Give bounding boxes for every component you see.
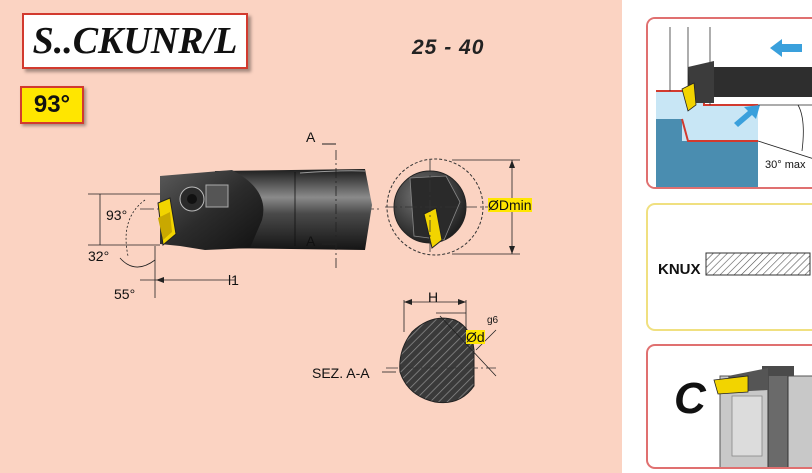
section-a-a xyxy=(399,317,475,404)
section-marker-bottom: A xyxy=(306,233,316,249)
approach-angle-badge: 93° xyxy=(20,86,84,124)
insert-code-label: KNUX xyxy=(658,261,701,278)
clearance-angle-label: 30° max xyxy=(764,159,807,171)
clamp-system-card: C xyxy=(646,344,812,469)
insert-hatch-icon xyxy=(705,252,811,276)
length-l1-label: l1 xyxy=(228,272,239,288)
min-bore-diameter-label: ØDmin xyxy=(488,197,532,213)
clamp-illustration xyxy=(713,366,812,467)
height-h-label: H xyxy=(428,289,439,305)
approach-angle-label: 93° xyxy=(106,207,128,223)
diameter-range: 25 - 40 xyxy=(412,36,485,59)
clearance-arrow xyxy=(734,105,760,127)
tool-drawing-panel: S..CKUNR/L 25 - 40 93° xyxy=(0,0,622,473)
insert-angle-label: 55° xyxy=(114,286,136,302)
tool-code-title: S..CKUNR/L xyxy=(22,13,248,69)
section-marker-top: A xyxy=(306,129,316,145)
application-card: 30° max xyxy=(646,17,812,189)
shank-diameter-label: Ød xyxy=(466,329,485,345)
section-view-label: SEZ. A-A xyxy=(312,365,370,381)
insert-card: KNUX xyxy=(646,203,812,331)
feed-arrow xyxy=(770,39,802,57)
technical-drawing xyxy=(88,143,520,404)
rake-angle-label: 32° xyxy=(88,248,110,264)
clamp-system-letter: C xyxy=(674,374,706,423)
tool-head xyxy=(160,170,264,250)
tolerance-label: g6 xyxy=(487,315,499,326)
end-view-insert xyxy=(423,207,443,249)
